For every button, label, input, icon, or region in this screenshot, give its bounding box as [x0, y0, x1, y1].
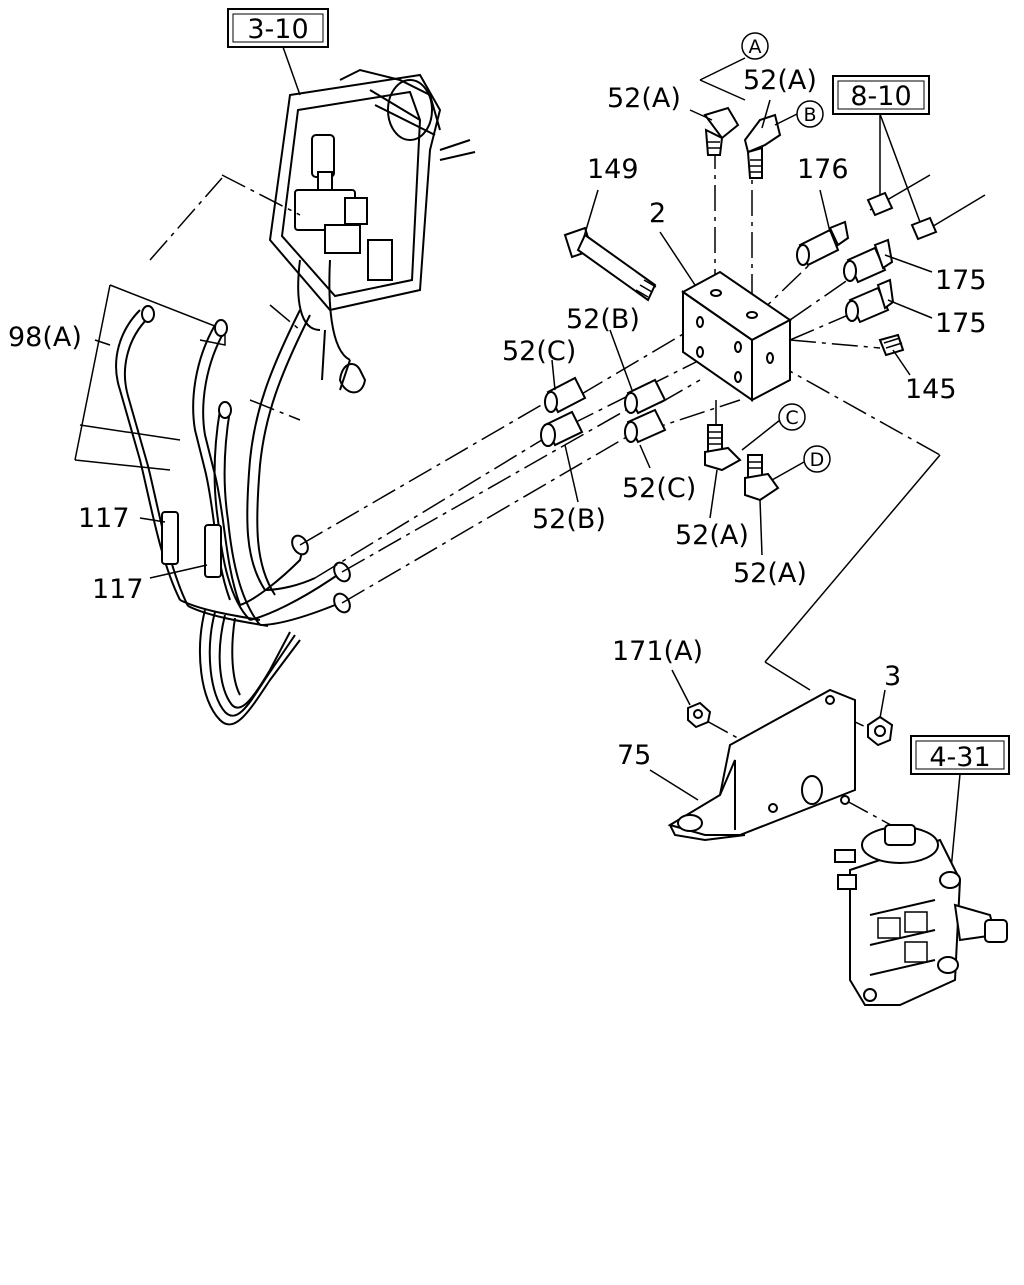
fitting-52c-upper[interactable] [544, 376, 587, 414]
svg-text:8-10: 8-10 [850, 81, 911, 112]
label-2: 2 [649, 198, 666, 229]
part-labels: 52(A) 52(A) 149 2 176 175 175 145 98(A) … [8, 65, 987, 771]
label-leaders [94, 57, 933, 801]
svg-text:4-31: 4-31 [929, 742, 990, 773]
label-52b-1: 52(B) [566, 304, 640, 335]
bracket-75[interactable] [667, 688, 856, 842]
plug-145[interactable] [878, 333, 905, 357]
label-149: 149 [587, 154, 639, 185]
ref-box-4-31[interactable]: 4-31 [910, 735, 1010, 775]
fitting-52a-bottom-right[interactable] [744, 454, 780, 502]
svg-text:A: A [749, 36, 762, 58]
fitting-52b-upper[interactable] [624, 378, 667, 415]
label-75: 75 [617, 740, 651, 771]
fitting-52c-lower[interactable] [624, 408, 667, 444]
label-52a-4: 52(A) [733, 558, 807, 589]
svg-text:B: B [803, 104, 816, 126]
upper-valve-assembly [268, 68, 476, 394]
brake-pipe-bundle [74, 284, 351, 726]
label-175-1: 175 [935, 265, 987, 296]
label-52a-1: 52(A) [607, 83, 681, 114]
label-117-1: 117 [78, 503, 130, 534]
fitting-175-lower[interactable] [845, 278, 895, 324]
label-52b-2: 52(B) [532, 504, 606, 535]
callout-circle-a[interactable]: A [741, 32, 769, 60]
fitting-52a-top-left[interactable] [703, 106, 740, 156]
switch-176[interactable] [796, 220, 850, 267]
label-52a-2: 52(A) [743, 65, 817, 96]
svg-text:C: C [785, 407, 798, 429]
bolt-149[interactable] [563, 226, 657, 302]
callout-circle-c[interactable]: C [778, 403, 806, 431]
label-3: 3 [884, 661, 901, 692]
junction-block[interactable] [681, 270, 792, 402]
label-176: 176 [797, 154, 849, 185]
label-52c-1: 52(C) [502, 336, 576, 367]
callout-circle-b[interactable]: B [796, 100, 824, 128]
fitting-52b-lower[interactable] [540, 410, 584, 447]
fitting-175-upper[interactable] [843, 238, 894, 284]
brake-valve-body[interactable] [834, 824, 1008, 1006]
fitting-52a-top-right[interactable] [743, 113, 782, 179]
ref-box-3-10[interactable]: 3-10 [227, 8, 329, 48]
label-52a-3: 52(A) [675, 520, 749, 551]
svg-text:D: D [810, 449, 825, 471]
nut-171a[interactable] [687, 701, 712, 729]
ref-box-8-10[interactable]: 8-10 [832, 75, 930, 115]
label-175-2: 175 [935, 308, 987, 339]
callout-circle-d[interactable]: D [803, 445, 831, 473]
wire-connectors [866, 191, 938, 241]
label-52c-2: 52(C) [622, 473, 696, 504]
label-117-2: 117 [92, 574, 144, 605]
fitting-52a-bottom-left[interactable] [704, 424, 742, 472]
nut-3[interactable] [867, 715, 894, 747]
label-171a: 171(A) [612, 636, 703, 667]
svg-text:3-10: 3-10 [247, 14, 308, 45]
label-145: 145 [905, 374, 957, 405]
label-98a: 98(A) [8, 322, 82, 353]
